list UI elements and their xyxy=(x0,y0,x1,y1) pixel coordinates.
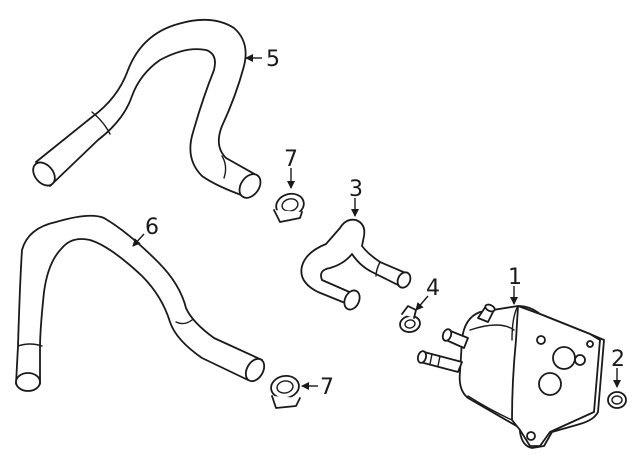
y-hose-part-3[interactable] xyxy=(300,218,412,312)
callout-3: 3 xyxy=(349,177,363,202)
callout-4: 4 xyxy=(426,276,440,301)
leader-6 xyxy=(132,233,145,247)
callout-2: 2 xyxy=(611,347,625,372)
callout-labels: 5 7 3 6 4 1 2 7 xyxy=(145,47,625,400)
callout-1: 1 xyxy=(508,265,522,290)
leader-lines xyxy=(132,54,621,390)
small-clamp-part-4[interactable] xyxy=(399,305,421,334)
callout-7-upper: 7 xyxy=(284,147,298,172)
oil-cooler-part-1[interactable] xyxy=(416,303,605,449)
hose-clamp-part-7-lower[interactable] xyxy=(269,374,301,409)
leader-4 xyxy=(415,295,429,311)
lower-hose-part-6[interactable] xyxy=(15,214,268,392)
hose-clamp-part-7-upper[interactable] xyxy=(273,191,307,223)
upper-hose-part-5[interactable] xyxy=(29,18,265,202)
o-ring-part-2[interactable] xyxy=(607,391,627,409)
callout-6: 6 xyxy=(145,215,159,240)
callout-5: 5 xyxy=(266,47,280,72)
callout-7-lower: 7 xyxy=(320,375,334,400)
